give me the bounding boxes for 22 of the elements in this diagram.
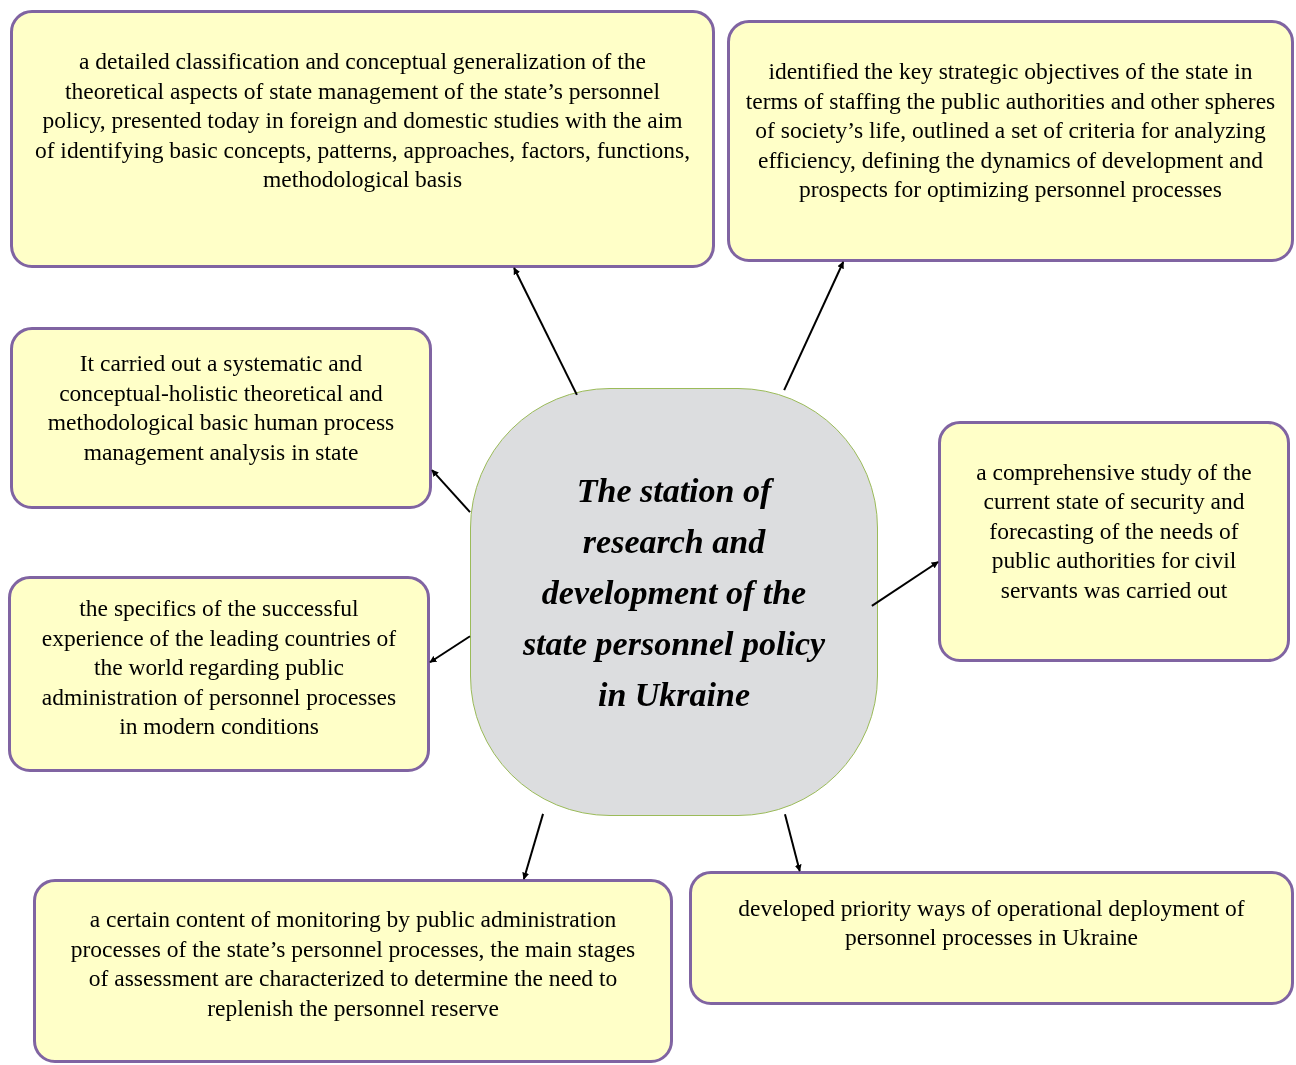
finding-text: a certain content of monitoring by public administration processes of the state’s personnel processes, the main stages of assessment are characterized to determine the need to replenish the personnel reserve	[69, 905, 637, 1023]
arrow	[429, 635, 471, 664]
finding-box	[8, 576, 430, 772]
finding-box	[33, 879, 673, 1063]
finding-box	[10, 10, 715, 268]
finding-text: identified the key strategic objectives of the state in terms of staffing the public authorities and other spheres of society’s life, outlined a set of criteria for analyzing efficiency, defining the dynamics of development and prospects for optimizing personnel processes	[744, 57, 1277, 205]
finding-text: the specifics of the successful experience of the leading countries of the world regarding public administration of personnel processes in modern conditions	[40, 594, 398, 742]
finding-text: a comprehensive study of the current state of security and forecasting of the needs of public authorities for civil servants was carried out	[975, 457, 1253, 605]
arrow	[522, 812, 545, 880]
finding-box	[689, 871, 1294, 1005]
finding-text: a detailed classification and conceptual generalization of the theoretical aspects of state management of the state’s personnel policy, presented today in foreign and domestic studies with the aim of identifying basic concepts, patterns, approaches, factors, functions, methodological basis	[33, 47, 692, 195]
arrow	[870, 561, 939, 607]
arrow	[783, 261, 845, 392]
finding-box	[727, 20, 1294, 262]
arrow	[431, 469, 471, 514]
finding-box	[10, 327, 432, 509]
finding-box	[938, 421, 1290, 662]
arrow	[513, 267, 578, 396]
finding-text: developed priority ways of operational deployment of personnel processes in Ukraine	[737, 893, 1246, 952]
finding-text: It carried out a systematic and conceptual-holistic theoretical and methodological basic human process management analysis in state	[46, 349, 396, 467]
central-title: The station of research and development of the state personnel policy in Ukraine	[521, 470, 827, 715]
arrow	[784, 813, 802, 872]
